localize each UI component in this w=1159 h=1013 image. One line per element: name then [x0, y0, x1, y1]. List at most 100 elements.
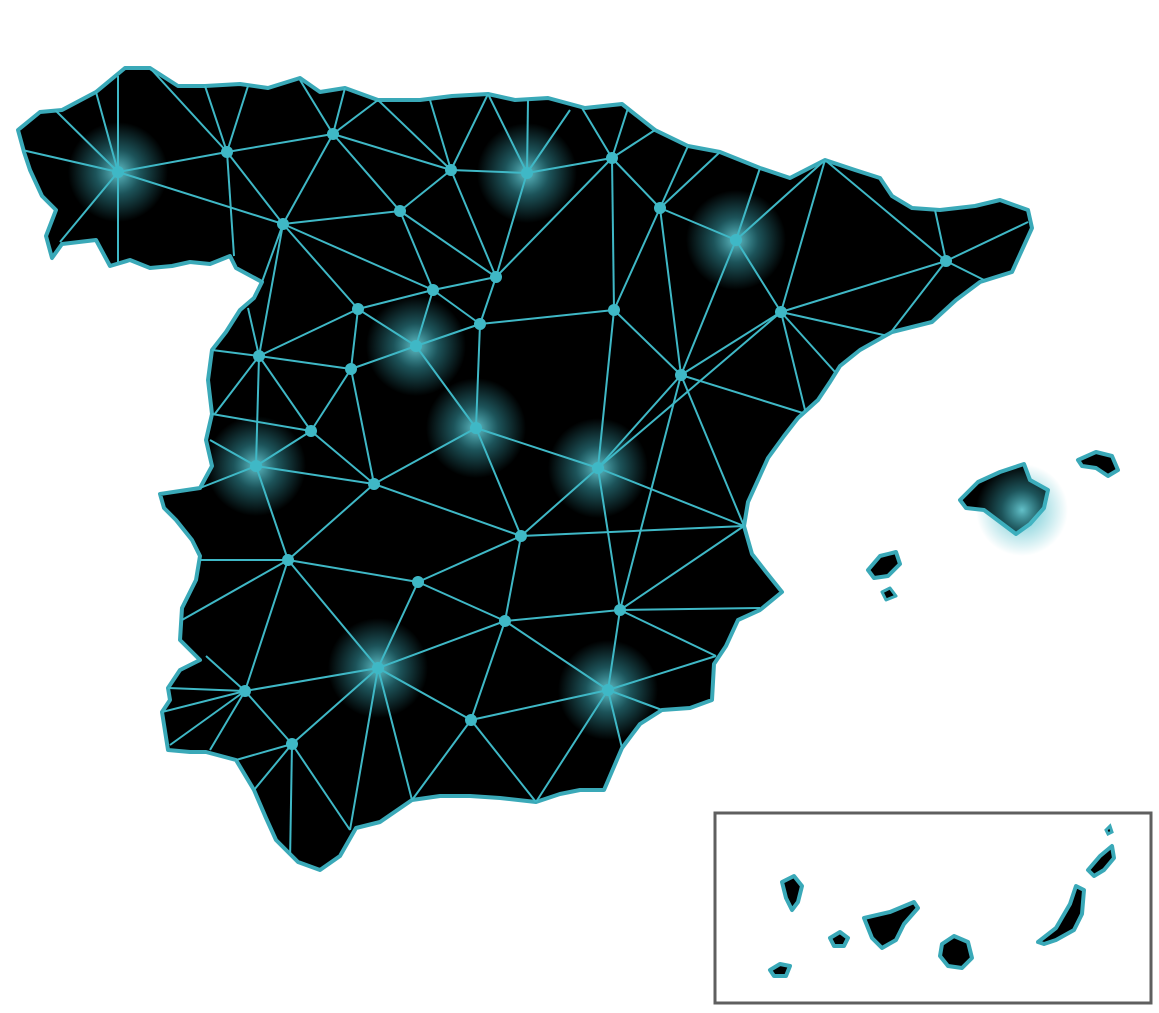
network-edge	[310, 430, 375, 485]
network-edge	[282, 210, 401, 225]
el-hierro-shape	[768, 962, 792, 978]
network-edge	[607, 609, 621, 691]
network-edge	[205, 655, 246, 692]
la-gomera-shape	[828, 930, 850, 948]
network-edge	[332, 87, 346, 135]
network-edge	[377, 667, 413, 801]
network-edge	[350, 308, 359, 370]
network-node	[730, 234, 742, 246]
network-edge	[470, 620, 506, 721]
network-edge	[945, 221, 1029, 262]
network-edge	[535, 689, 609, 803]
network-edge	[487, 93, 528, 174]
network-node	[515, 530, 527, 542]
network-edge	[209, 690, 246, 751]
network-edge	[619, 374, 682, 611]
network-node	[499, 615, 511, 627]
network-node	[253, 350, 265, 362]
network-edge	[287, 559, 379, 669]
network-edge	[659, 151, 721, 209]
network-edge	[255, 355, 260, 467]
network-edge	[432, 289, 481, 325]
network-edge	[373, 483, 522, 537]
network-edge	[619, 525, 745, 611]
network-edge	[613, 309, 682, 376]
network-node	[221, 146, 233, 158]
network-edge	[377, 667, 472, 721]
network-edge	[526, 99, 529, 174]
network-edge	[780, 311, 836, 373]
network-edge	[255, 465, 289, 561]
network-edge	[235, 743, 293, 761]
network-edge	[350, 345, 417, 370]
network-edge	[54, 109, 119, 173]
network-edge	[399, 210, 434, 291]
network-node	[675, 369, 687, 381]
network-edge	[117, 151, 228, 173]
network-node	[465, 714, 477, 726]
network-node	[372, 662, 384, 674]
network-edge	[357, 289, 434, 310]
network-node	[470, 422, 482, 434]
network-edge	[619, 609, 717, 657]
lanzarote-shape	[1086, 844, 1116, 878]
network-node	[606, 152, 618, 164]
network-edge	[495, 157, 613, 278]
network-edge	[282, 223, 359, 310]
network-edge	[377, 99, 452, 171]
network-edge	[258, 355, 352, 370]
network-node	[368, 478, 380, 490]
network-edge	[211, 413, 312, 432]
network-node	[286, 738, 298, 750]
network-edge	[495, 172, 528, 278]
network-edge	[255, 465, 375, 485]
network-edge	[357, 308, 417, 347]
network-edge	[350, 368, 375, 485]
network-edge	[887, 260, 947, 337]
network-node	[352, 303, 364, 315]
network-edge	[597, 467, 745, 527]
network-edge	[520, 525, 745, 537]
network-edge	[181, 559, 289, 621]
network-edge	[597, 374, 682, 469]
network-edges	[21, 68, 1029, 863]
network-edge	[415, 289, 434, 347]
network-edge	[520, 467, 599, 537]
network-node	[394, 205, 406, 217]
network-node	[474, 318, 486, 330]
network-edge	[287, 559, 419, 583]
network-edge	[607, 655, 717, 691]
network-edge	[450, 93, 489, 171]
network-edge	[244, 690, 293, 745]
network-edge	[475, 323, 481, 429]
network-edge	[504, 609, 621, 622]
network-edge	[415, 323, 481, 347]
network-node	[277, 218, 289, 230]
network-edge	[282, 223, 434, 291]
network-edge	[287, 483, 375, 561]
ibiza-shape	[866, 550, 902, 580]
network-edge	[611, 129, 656, 159]
network-edge	[735, 159, 826, 241]
network-edge	[607, 689, 623, 749]
network-edge	[332, 99, 379, 135]
network-edge	[199, 465, 257, 489]
la-palma-shape	[780, 874, 804, 912]
network-node	[305, 425, 317, 437]
network-edge	[597, 311, 782, 469]
network-edge	[680, 374, 745, 527]
network-edge	[619, 607, 761, 611]
network-edge	[226, 133, 334, 153]
network-edge	[291, 743, 351, 831]
network-edge	[450, 169, 497, 278]
network-edge	[475, 427, 599, 469]
network-node	[282, 554, 294, 566]
network-node	[940, 255, 952, 267]
network-edge	[332, 133, 401, 212]
network-edge	[282, 133, 334, 225]
network-edge	[299, 79, 334, 135]
network-edge	[417, 581, 506, 622]
network-edge	[258, 223, 284, 357]
